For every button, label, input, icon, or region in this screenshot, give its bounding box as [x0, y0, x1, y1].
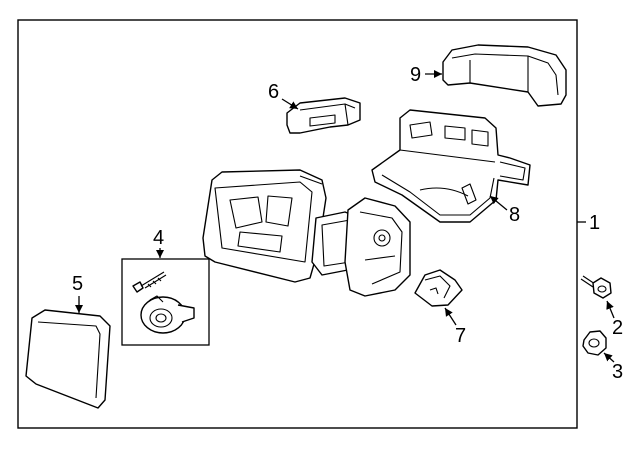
callout-7: 7 [455, 325, 466, 347]
bolt-part [580, 275, 612, 299]
clip-part [414, 269, 463, 307]
callout-2: 2 [612, 317, 623, 339]
leader-3 [603, 352, 615, 363]
mirror-frame-part [202, 169, 411, 297]
callout-3: 3 [612, 361, 623, 383]
motor-kit-box [121, 258, 210, 346]
cap-cover-part [442, 44, 567, 107]
callout-9: 9 [410, 64, 421, 86]
callout-1: 1 [589, 212, 600, 234]
lower-cover-part [286, 97, 361, 134]
housing-part [371, 109, 531, 223]
leader-6 [281, 98, 299, 110]
mirror-glass-part [25, 309, 111, 409]
callout-6: 6 [268, 81, 279, 103]
callout-8: 8 [509, 204, 520, 226]
nut-part [582, 330, 607, 356]
leader-7 [444, 307, 457, 326]
assembly-frame [17, 19, 578, 429]
leader-8 [489, 195, 508, 211]
leader-2 [606, 300, 615, 319]
callout-4: 4 [153, 227, 164, 249]
callout-5: 5 [72, 273, 83, 295]
